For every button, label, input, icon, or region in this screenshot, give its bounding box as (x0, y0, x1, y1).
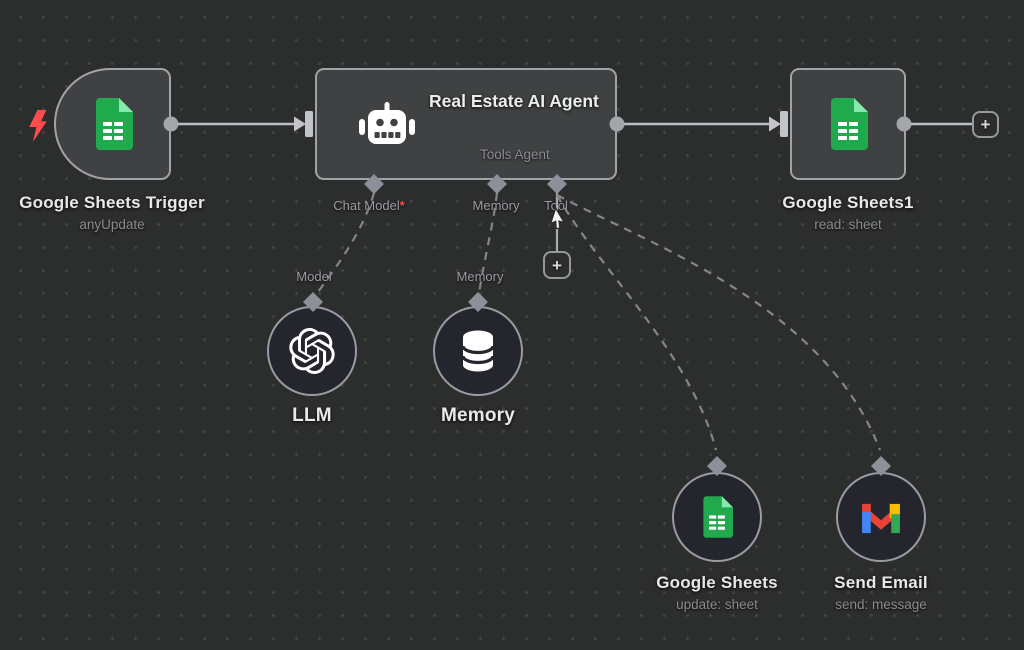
robot-icon (359, 102, 415, 144)
add-node-button[interactable]: + (972, 111, 999, 138)
send-email-node-subtitle: send: message (835, 597, 927, 612)
google-sheets-icon (831, 98, 868, 150)
sheets1-node-subtitle: read: sheet (814, 217, 882, 232)
agent-node-title: Real Estate AI Agent (429, 91, 599, 111)
send-email-node-title: Send Email (834, 573, 928, 592)
node-memory[interactable] (433, 306, 523, 396)
gmail-icon (862, 503, 900, 534)
node-google-sheets-trigger[interactable] (54, 68, 171, 180)
add-tool-button[interactable]: + (543, 251, 571, 279)
sheets-update-node-title: Google Sheets (656, 573, 778, 592)
lightning-icon (29, 110, 47, 142)
node-send-email[interactable] (836, 472, 926, 562)
sheets1-node-title: Google Sheets1 (782, 193, 914, 212)
port-label-memory: Memory (472, 198, 520, 213)
agent-node-subtitle: Tools Agent (480, 147, 550, 162)
google-sheets-icon (703, 496, 733, 538)
plus-icon: + (980, 115, 991, 134)
node-real-estate-ai-agent[interactable]: Real Estate AI Agent Tools Agent (315, 68, 617, 180)
port-label-chat-model: Chat Model* (333, 198, 405, 213)
trigger-node-title: Google Sheets Trigger (19, 193, 205, 212)
llm-node-title: LLM (292, 405, 332, 426)
memory-input-label: Memory (456, 269, 504, 284)
node-llm[interactable] (267, 306, 357, 396)
memory-node-title: Memory (440, 405, 516, 426)
node-google-sheets1[interactable] (790, 68, 906, 180)
required-asterisk: * (399, 198, 405, 213)
plus-icon: + (552, 255, 562, 275)
node-google-sheets-update[interactable] (672, 472, 762, 562)
openai-icon (289, 328, 335, 374)
google-sheets-icon (95, 98, 133, 150)
database-icon (461, 330, 495, 372)
llm-input-label: Model (296, 269, 332, 284)
sheets-update-node-subtitle: update: sheet (676, 597, 758, 612)
trigger-node-subtitle: anyUpdate (79, 217, 145, 232)
port-label-tool: Tool (544, 198, 568, 213)
